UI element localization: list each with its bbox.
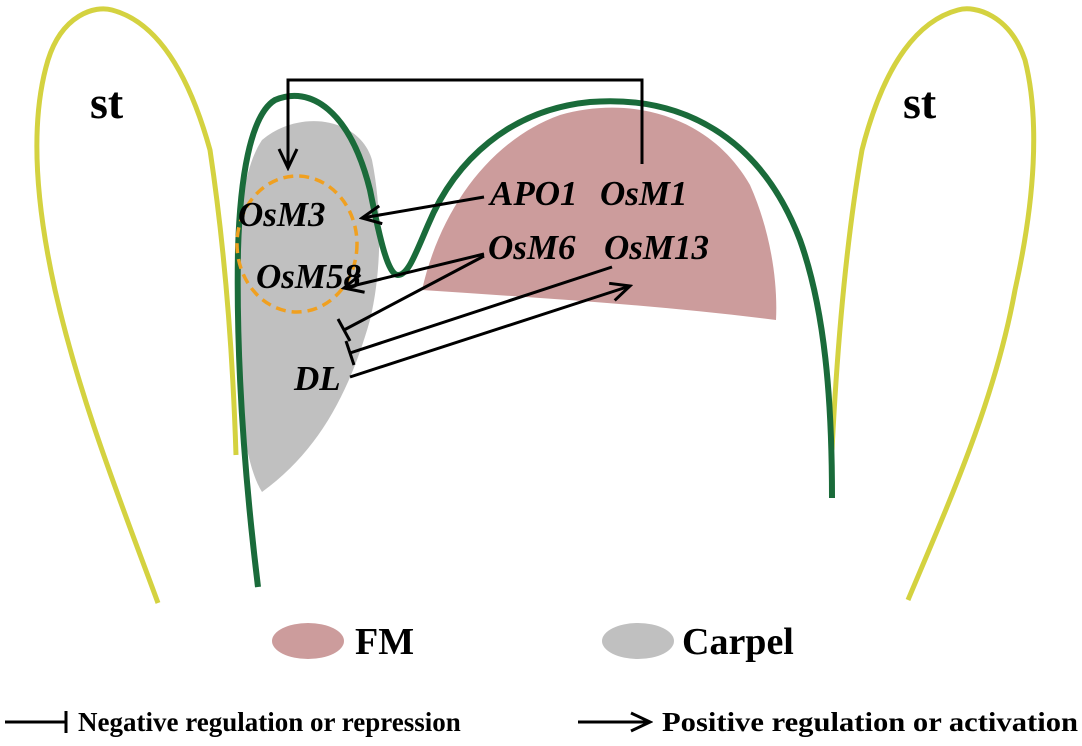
dl-activates-osm13-arrow	[349, 286, 630, 379]
legend-fm-swatch	[272, 623, 344, 659]
left-stamen-label: st	[90, 77, 124, 128]
right-stamen-outline	[829, 6, 1037, 601]
osm3-osm58-highlight-circle	[235, 174, 359, 314]
osm6-represses-dl-bar	[336, 318, 352, 342]
gene-osm13: OsM13	[604, 228, 709, 267]
osm13-represses-dl-bar	[344, 340, 356, 366]
gene-osm3: OsM3	[238, 195, 326, 234]
osm13-represses-dl-line	[349, 265, 613, 355]
right-stamen-label: st	[903, 77, 937, 128]
gene-dl: DL	[293, 359, 341, 398]
osm1-to-osm3-feedback-arrow	[288, 78, 644, 168]
osm6-represses-dl-line	[343, 254, 485, 332]
fm-region	[422, 107, 777, 320]
gene-osm58: OsM58	[256, 257, 361, 296]
key-positive-label: Positive regulation or activation	[662, 707, 1078, 737]
legend-fm-label: FM	[355, 621, 414, 663]
osm6-to-osm58-arrow	[344, 252, 485, 288]
left-stamen-outline	[34, 6, 239, 604]
carpel-region	[236, 121, 380, 492]
gene-osm6: OsM6	[488, 228, 576, 267]
legend-carpel-label: Carpel	[682, 621, 794, 663]
gene-osm1: OsM1	[600, 174, 688, 213]
legend-carpel-swatch	[602, 623, 674, 659]
key-negative-label: Negative regulation or repression	[78, 707, 461, 737]
apo1-to-osm58-arrow	[362, 195, 485, 218]
gene-apo1: APO1	[488, 174, 578, 213]
